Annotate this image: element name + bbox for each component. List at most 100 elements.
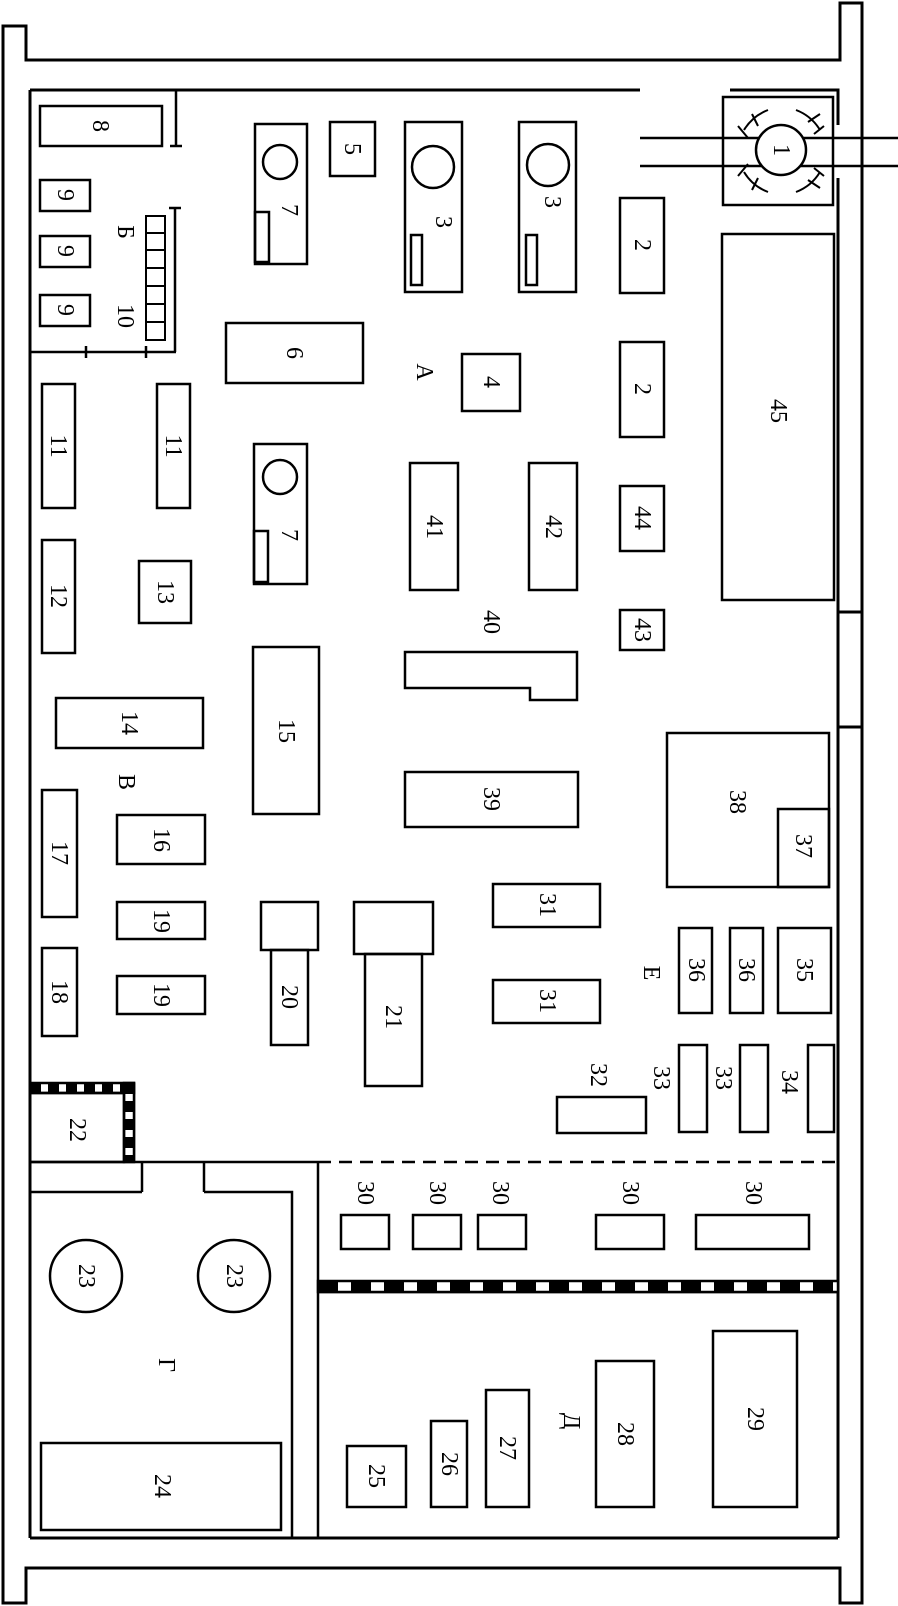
equipment-7b-slot: [252, 529, 270, 584]
equipment-3a: [403, 120, 464, 294]
equipment-23b: [196, 1238, 272, 1314]
label-16: 16: [148, 828, 174, 852]
equipment-36b: [728, 926, 765, 1015]
equipment-23a: [48, 1238, 124, 1314]
label-31a: 31: [534, 893, 560, 917]
equipment-3b-slot: [524, 233, 539, 287]
label-21: 21: [380, 1005, 406, 1029]
equipment-20-top: [259, 900, 320, 952]
equipment-42: [527, 461, 579, 592]
label-22: 22: [64, 1118, 90, 1142]
label-43: 43: [629, 618, 655, 642]
equipment-6: [224, 321, 365, 385]
equipment-34: [806, 1043, 836, 1134]
equipment-14: [54, 696, 205, 750]
equipment-3a-circle: [410, 144, 456, 190]
label-28: 28: [612, 1422, 638, 1446]
equipment-3a-slot: [409, 233, 424, 287]
turnstile-hub: [754, 123, 808, 177]
label-23a: 23: [73, 1264, 99, 1288]
label-38: 38: [724, 790, 750, 814]
turnstile-blade-br: [795, 167, 825, 193]
equipment-43: [618, 608, 666, 652]
equipment-39: [403, 770, 580, 829]
label-9a: 9: [52, 189, 78, 201]
equipment-27: [484, 1388, 531, 1509]
equipment-21: [352, 900, 435, 1088]
equipment-45: [720, 232, 836, 602]
equipment-3b-circle: [525, 142, 571, 188]
equipment-30e: [694, 1213, 811, 1251]
equipment-24: [39, 1441, 283, 1532]
label-9b: 9: [52, 245, 78, 257]
label-13: 13: [152, 580, 178, 604]
equipment-10-frame: [145, 215, 166, 341]
equipment-12: [40, 538, 77, 655]
equipment-9a: [38, 178, 92, 213]
equipment-7a-slot: [253, 210, 271, 264]
equipment-21-top: [352, 900, 435, 956]
label-5: 5: [339, 143, 365, 155]
equipment-11b: [155, 382, 192, 510]
equipment-4: [460, 352, 522, 413]
label-17: 17: [46, 841, 72, 865]
turnstile-frame: [721, 95, 835, 207]
equipment-13: [137, 559, 193, 625]
inner-wall-top-right: [730, 88, 840, 125]
label-3b: 3: [539, 196, 565, 208]
label-32: 32: [585, 1063, 611, 1087]
label-35: 35: [791, 958, 817, 982]
label-1: 1: [768, 144, 794, 156]
equipment-15: [251, 645, 321, 816]
equipment-3b-body: [517, 120, 578, 294]
hatched-walls: [28, 1081, 840, 1294]
equipment-35: [776, 926, 833, 1015]
label-37: 37: [790, 834, 816, 858]
walls: [1, 1, 864, 1605]
label-11b: 11: [160, 434, 186, 457]
equipment-33b: [738, 1043, 770, 1134]
label-44: 44: [629, 506, 655, 530]
label-36b: 36: [733, 958, 759, 982]
equipment-2b: [618, 340, 666, 439]
labels: 1 2 2 3 3 4 5 6 7 7 8 9 9 9 10 11 11 12 …: [45, 120, 817, 1498]
label-19a: 19: [148, 909, 174, 933]
equipment-5: [328, 120, 377, 178]
equipment-33a: [677, 1043, 709, 1134]
label-36a: 36: [683, 958, 709, 982]
equipment-44: [618, 484, 666, 553]
equipment-26: [429, 1419, 469, 1509]
equipment-21-body: [363, 952, 424, 1088]
equipment: [28, 104, 836, 1532]
label-31b: 31: [534, 989, 560, 1013]
label-6: 6: [281, 347, 307, 359]
label-30a: 30: [352, 1181, 378, 1205]
label-41: 41: [421, 515, 447, 539]
equipment-7a-body: [253, 122, 309, 266]
label-29: 29: [742, 1407, 768, 1431]
label-25: 25: [363, 1464, 389, 1488]
turnstile-blade-tl: [737, 109, 769, 139]
equipment-31a: [491, 882, 602, 929]
label-18: 18: [46, 980, 72, 1004]
hatched-wall-room22-top: [28, 1081, 136, 1095]
label-30c: 30: [487, 1181, 513, 1205]
label-23b: 23: [221, 1264, 247, 1288]
equipment-7a-circle: [261, 143, 299, 181]
equipment-11a: [40, 382, 77, 510]
equipment-9b: [38, 234, 92, 269]
equipment-28: [594, 1359, 656, 1509]
equipment-30a: [339, 1213, 391, 1251]
equipment-3b: [517, 120, 578, 294]
equipment-9c: [38, 293, 92, 328]
label-42: 42: [540, 515, 566, 539]
room-g-walls: [30, 1190, 294, 1538]
label-33a: 33: [648, 1066, 674, 1090]
label-4: 4: [478, 376, 504, 388]
equipment-7b: [252, 442, 309, 586]
zone-label-e: Е: [638, 966, 664, 981]
equipment-30d: [594, 1213, 666, 1251]
equipment-7b-circle: [261, 458, 299, 496]
equipment-7b-body: [252, 442, 309, 586]
turnstile-blade-bl: [737, 163, 769, 193]
